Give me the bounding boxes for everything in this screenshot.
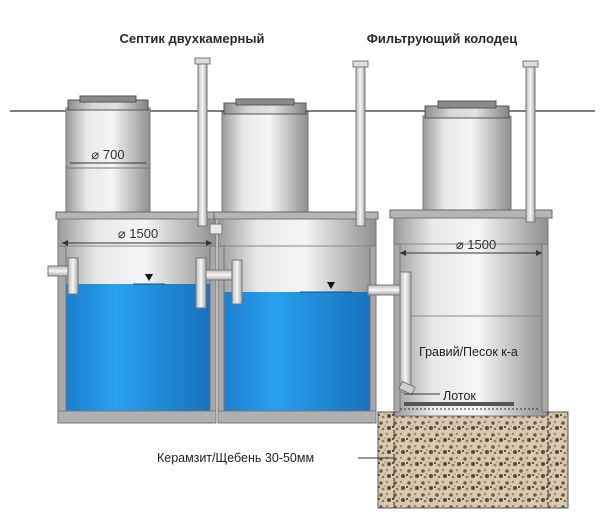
tray [404, 402, 514, 406]
chamber-1 [55, 95, 219, 424]
gravel-bed [377, 411, 569, 509]
septic-title: Септик двухкамерный [120, 31, 265, 46]
filter-well-title: Фильтрующий колодец [367, 31, 518, 46]
water-chamber-1 [66, 284, 210, 411]
expanded-clay-label: Керамзит/Щебень 30-50мм [157, 451, 314, 465]
neck-dimension: ⌀ 700 [70, 147, 146, 164]
chamber-dimension: ⌀ 1500 [62, 226, 212, 246]
pipes [47, 57, 539, 396]
water-level-icon-2 [327, 282, 335, 289]
tray-label: Лоток [443, 389, 476, 403]
gravel-sand-label: Гравий/Песок к-а [419, 345, 518, 359]
chamber-2 [213, 98, 379, 424]
filter-dimension: ⌀ 1500 [400, 237, 542, 256]
neck-diameter-label: ⌀ 700 [91, 147, 124, 162]
filter-diameter-label: ⌀ 1500 [456, 237, 496, 252]
chamber-diameter-label: ⌀ 1500 [118, 226, 158, 241]
water-level-icon [145, 274, 153, 281]
filter-well [377, 100, 569, 509]
water-chamber-2 [224, 292, 370, 411]
